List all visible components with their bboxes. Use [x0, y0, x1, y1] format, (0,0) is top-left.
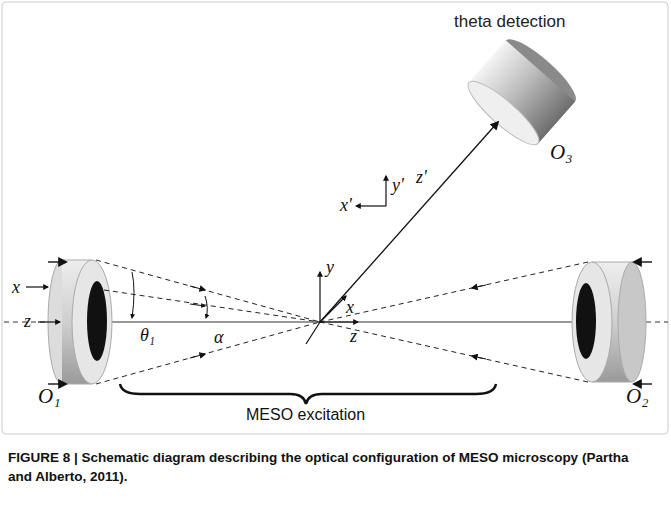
detection-axes — [356, 176, 386, 206]
angle-label: θ₁ — [140, 326, 155, 344]
axis-label: z — [350, 327, 357, 345]
objective-o2 — [572, 262, 646, 382]
excitation-objective: O₁ — [30, 256, 110, 416]
input-arrows — [48, 262, 652, 384]
alpha-arc — [205, 296, 207, 318]
excitation-beams — [96, 260, 588, 384]
x-arrow — [26, 286, 48, 287]
objective-label: O₁ — [38, 384, 60, 409]
beam-arrows — [190, 285, 486, 359]
excitation-objective: O₂ — [580, 256, 660, 416]
axis-label: y — [326, 258, 334, 276]
figure-frame — [2, 2, 668, 434]
z-arrow — [38, 321, 60, 322]
theta-arc — [132, 272, 134, 318]
objective-o3 — [461, 32, 583, 153]
part-heading: theta detection — [454, 12, 566, 32]
axis-label: x' — [340, 196, 352, 214]
detection-axis — [320, 122, 498, 322]
axis-label: y' — [392, 176, 404, 194]
detector-objective: theta detectionO₃ — [440, 8, 610, 168]
angle-label: α — [214, 328, 223, 346]
objective-label: O₃ — [550, 140, 572, 165]
bracket — [120, 384, 496, 404]
figure-caption: FIGURE 8 | Schematic diagram describing … — [8, 448, 648, 486]
optical-axis — [92, 321, 592, 322]
axis-label: x — [12, 278, 20, 296]
axis-label: z — [24, 312, 31, 330]
objective-label: O₂ — [626, 384, 648, 409]
bracket-label: MESO excitation — [246, 406, 365, 424]
axis-label: z' — [416, 168, 427, 186]
axis-label: x — [346, 298, 354, 316]
